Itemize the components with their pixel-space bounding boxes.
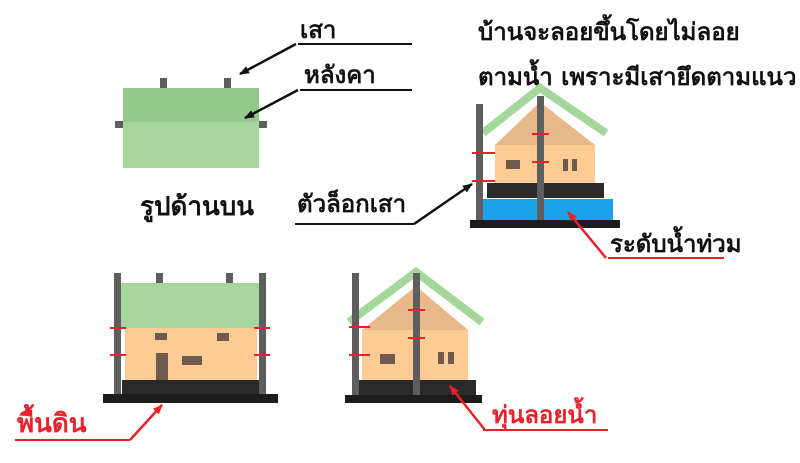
headline-line-1: บ้านจะลอยขึ้นโดยไม่ลอย xyxy=(478,13,740,46)
float-block xyxy=(122,380,259,394)
headline-line-2: ตามน้ำ เพราะมีเสายึดตามแนว xyxy=(478,58,796,91)
house-post xyxy=(114,273,121,394)
label-buoy: ทุ่นลอยน้ำ xyxy=(492,396,597,431)
roof-post xyxy=(226,273,233,283)
label-ground: พื้นดิน xyxy=(17,403,87,439)
label-post: เสา xyxy=(300,16,336,44)
side-view-house xyxy=(345,266,485,403)
label-top-view: รูปด้านบน xyxy=(140,192,254,223)
ground-slab xyxy=(345,395,482,403)
roof-face xyxy=(121,283,262,328)
top-view-post xyxy=(160,78,167,88)
house-post xyxy=(259,273,266,394)
top-view-post xyxy=(224,78,231,88)
top-view xyxy=(115,78,267,168)
front-view-house xyxy=(103,273,278,403)
window xyxy=(448,352,454,364)
label-roof-ridge: หลังคา xyxy=(304,61,376,89)
arrow-ground xyxy=(129,404,163,441)
window xyxy=(438,352,444,364)
float-block xyxy=(487,183,604,198)
house-wall xyxy=(125,328,257,380)
house-foundation xyxy=(470,220,620,228)
house-post xyxy=(476,104,483,220)
flood-water xyxy=(478,199,613,221)
arrow-post xyxy=(239,42,297,76)
top-view-roof-front xyxy=(123,88,259,122)
roof-post xyxy=(156,273,163,283)
arrow-flood-level xyxy=(567,211,607,259)
window xyxy=(572,159,577,171)
window xyxy=(217,333,229,341)
window xyxy=(155,333,167,340)
window xyxy=(380,354,395,364)
flooded-house xyxy=(470,83,620,228)
house-post xyxy=(352,273,359,395)
arrow-post-lock xyxy=(413,182,473,226)
top-view-post xyxy=(115,121,123,128)
house-post xyxy=(537,96,544,220)
house-gable xyxy=(495,102,595,145)
window xyxy=(506,160,520,169)
arrow-roof-ridge xyxy=(244,88,299,120)
ground-slab xyxy=(103,394,278,403)
label-flood-level: ระดับน้ำท่วม xyxy=(610,225,742,258)
top-view-post xyxy=(259,121,267,128)
arrow-buoy xyxy=(449,385,486,431)
house-roof xyxy=(346,266,485,326)
door xyxy=(156,353,168,380)
label-post-lock: ตัวล็อกเสา xyxy=(297,189,406,218)
window xyxy=(182,356,202,365)
house-roof xyxy=(480,83,609,137)
house-post xyxy=(413,273,420,395)
window xyxy=(563,159,568,171)
